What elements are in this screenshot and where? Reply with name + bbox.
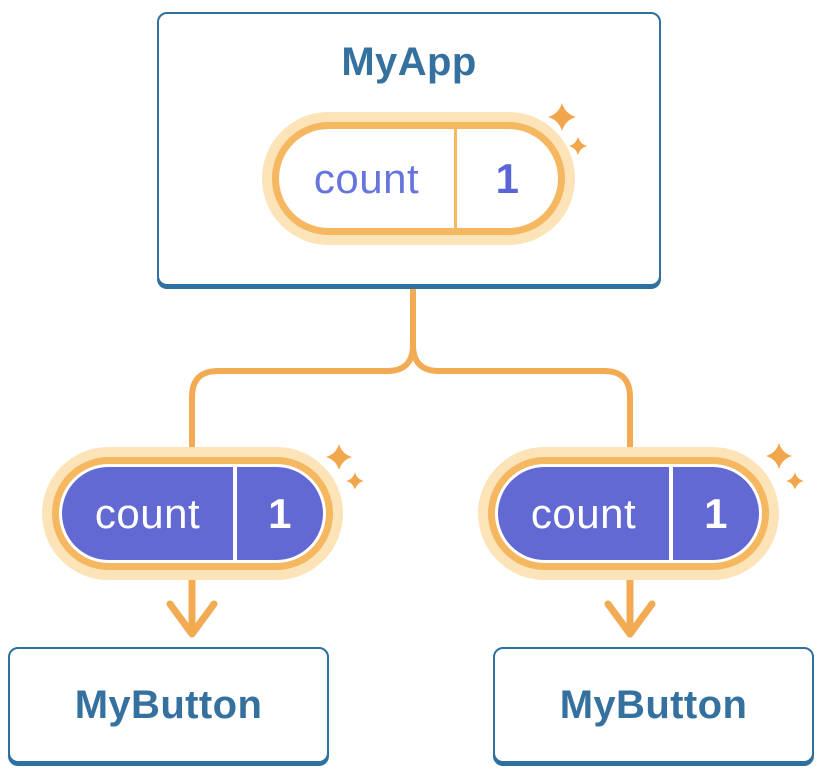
root-connector-branch-right xyxy=(410,342,633,455)
pill-divider xyxy=(233,467,237,560)
state-value: 1 xyxy=(268,489,292,537)
component-title: MyButton xyxy=(74,682,263,727)
state-name: count xyxy=(94,489,201,537)
state-value: 1 xyxy=(704,489,728,537)
component-card-mybutton-right: MyButton xyxy=(493,647,814,763)
state-pill-child-left: count 1 xyxy=(42,447,343,580)
component-title: MyApp xyxy=(341,40,477,84)
state-value: 1 xyxy=(495,154,520,202)
arrow-right-head xyxy=(604,600,656,638)
component-card-mybutton-left: MyButton xyxy=(8,647,329,763)
state-pill-body: count 1 xyxy=(498,467,759,560)
root-connector-branch-left xyxy=(189,342,416,455)
arrow-left-head xyxy=(166,600,218,638)
state-pill-child-right: count 1 xyxy=(478,447,779,580)
state-pill-border: count 1 xyxy=(272,122,565,235)
state-pill-border: count 1 xyxy=(52,457,333,570)
state-pill-border: count 1 xyxy=(488,457,769,570)
component-title: MyButton xyxy=(559,682,748,727)
state-pill-body: count 1 xyxy=(279,129,558,228)
state-pill-body: count 1 xyxy=(62,467,323,560)
pill-divider xyxy=(669,467,673,560)
sparkle-icon xyxy=(346,472,364,490)
state-name: count xyxy=(313,154,420,202)
pill-divider xyxy=(454,129,457,228)
state-pill-root: count 1 xyxy=(262,112,575,245)
sparkle-icon xyxy=(326,444,352,470)
state-name: count xyxy=(530,489,637,537)
sparkle-icon xyxy=(766,443,792,469)
sparkle-icon xyxy=(786,472,804,490)
